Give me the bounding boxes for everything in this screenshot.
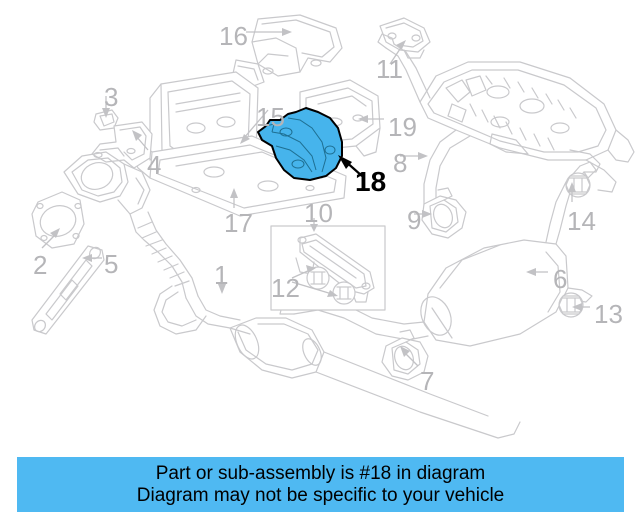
part-1-catalytic-converter-pipe xyxy=(63,151,521,439)
callout-16[interactable]: 16 xyxy=(219,21,248,51)
callout-9[interactable]: 9 xyxy=(407,205,422,235)
part-2-gasket xyxy=(31,191,85,249)
callout-18[interactable]: 18 xyxy=(355,166,387,197)
callout-6[interactable]: 6 xyxy=(553,264,568,294)
banner-line-2: Diagram may not be specific to your vehi… xyxy=(136,484,505,506)
callout-3[interactable]: 3 xyxy=(104,82,119,112)
callout-7[interactable]: 7 xyxy=(420,366,435,396)
callout-1[interactable]: 1 xyxy=(214,260,229,290)
part-13-rubber-hanger xyxy=(558,292,584,318)
callout-4[interactable]: 4 xyxy=(147,150,162,180)
part-9-flex-coupler xyxy=(421,187,467,239)
callout-10[interactable]: 10 xyxy=(304,198,333,228)
callout-15[interactable]: 15 xyxy=(256,102,285,132)
info-banner: Part or sub-assembly is #18 in diagram D… xyxy=(17,457,624,512)
callout-11[interactable]: 11 xyxy=(376,54,403,84)
part-7-flex-coupler-2 xyxy=(381,329,429,381)
part-5-heat-insulator-strip xyxy=(31,245,105,335)
callout-2[interactable]: 2 xyxy=(33,250,48,280)
callout-13[interactable]: 13 xyxy=(594,299,623,329)
part-18-highlighted-heat-shield[interactable] xyxy=(257,107,343,181)
banner-line-1: Part or sub-assembly is #18 in diagram xyxy=(155,463,486,485)
callout-14[interactable]: 14 xyxy=(567,206,596,236)
part-8-center-muffler xyxy=(377,33,635,227)
part-14-rubber-hanger xyxy=(565,172,591,198)
callout-12[interactable]: 12 xyxy=(271,273,300,303)
callout-17[interactable]: 17 xyxy=(224,208,253,238)
callout-arrows xyxy=(41,28,590,367)
callout-8[interactable]: 8 xyxy=(393,148,408,178)
callout-18-arrow xyxy=(338,155,363,177)
callout-5[interactable]: 5 xyxy=(104,249,119,279)
callout-19[interactable]: 19 xyxy=(388,112,417,142)
part-16-front-heat-shield xyxy=(231,14,343,89)
